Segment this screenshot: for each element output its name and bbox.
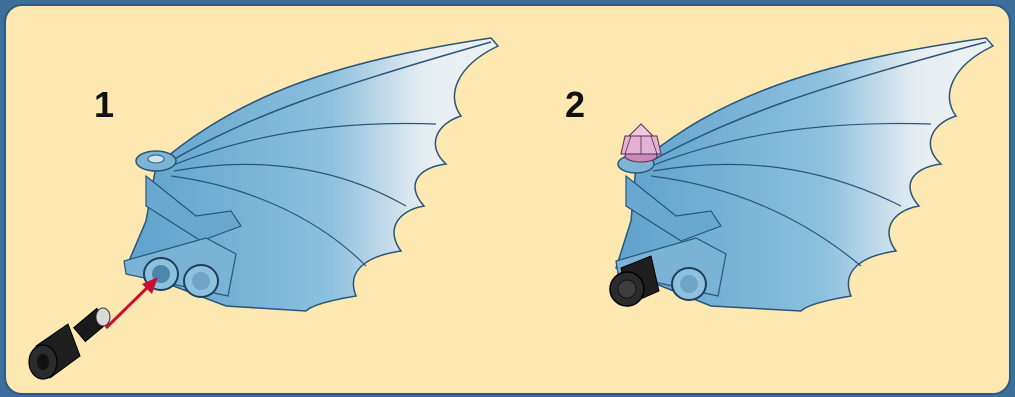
wing-assembly-illustration <box>6 6 506 393</box>
step-2: 2 <box>501 6 1001 393</box>
step-1: 1 <box>6 6 506 393</box>
wing-assembled-illustration <box>501 6 1001 393</box>
black-pin-piece <box>29 308 110 379</box>
insert-arrow <box>106 283 152 328</box>
instruction-panel: 1 <box>4 4 1011 395</box>
pink-gem-piece <box>621 124 661 162</box>
